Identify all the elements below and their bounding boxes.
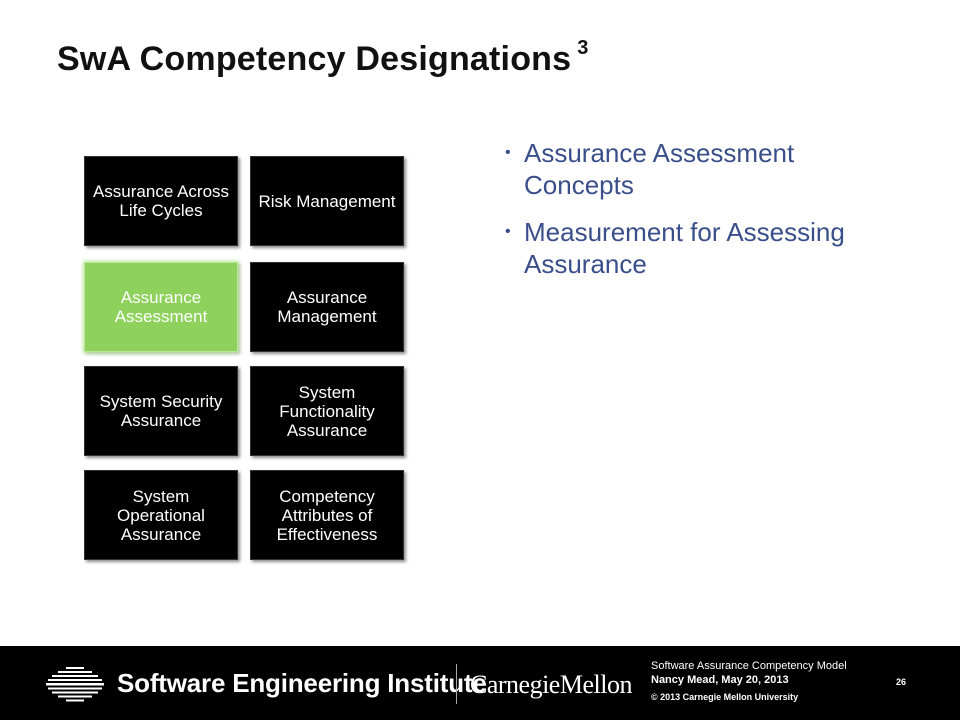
competency-grid: Assurance Across Life Cycles Risk Manage… [84, 156, 404, 566]
bullet-item: • Measurement for Assessing Assurance [505, 216, 905, 280]
sei-logo-icon [46, 667, 104, 702]
presentation-title: Software Assurance Competency Model [651, 660, 847, 672]
footer-bar: Software Engineering Institute CarnegieM… [0, 646, 960, 720]
copyright: © 2013 Carnegie Mellon University [651, 692, 799, 702]
tile-system-operational-assurance: System Operational Assurance [84, 470, 238, 560]
page-number: 26 [896, 677, 907, 687]
slide-title-text: SwA Competency Designations [57, 40, 572, 78]
cmu-wordmark: CarnegieMellon [470, 670, 632, 699]
bullet-text: Measurement for Assessing Assurance [524, 217, 845, 279]
tile-risk-management: Risk Management [250, 156, 404, 246]
tile-assurance-across-life-cycles: Assurance Across Life Cycles [84, 156, 238, 246]
footer-divider [456, 664, 457, 704]
bullet-dot-icon: • [505, 223, 511, 240]
sei-name: Software Engineering Institute [117, 668, 487, 698]
tile-competency-attributes-of-effectiveness: Competency Attributes of Effectiveness [250, 470, 404, 560]
tile-assurance-assessment: Assurance Assessment [84, 262, 238, 352]
footer-meta: Software Assurance Competency Model Nanc… [651, 659, 911, 704]
bullet-dot-icon: • [505, 144, 511, 161]
author-date: Nancy Mead, May 20, 2013 [651, 674, 789, 686]
slide-title-superscript: 3 [577, 36, 589, 59]
bullet-list: • Assurance Assessment Concepts • Measurem… [505, 137, 905, 295]
bullet-text: Assurance Assessment Concepts [524, 138, 795, 200]
bullet-item: • Assurance Assessment Concepts [505, 137, 905, 201]
tile-system-security-assurance: System Security Assurance [84, 366, 238, 456]
tile-system-functionality-assurance: System Functionality Assurance [250, 366, 404, 456]
tile-assurance-management: Assurance Management [250, 262, 404, 352]
